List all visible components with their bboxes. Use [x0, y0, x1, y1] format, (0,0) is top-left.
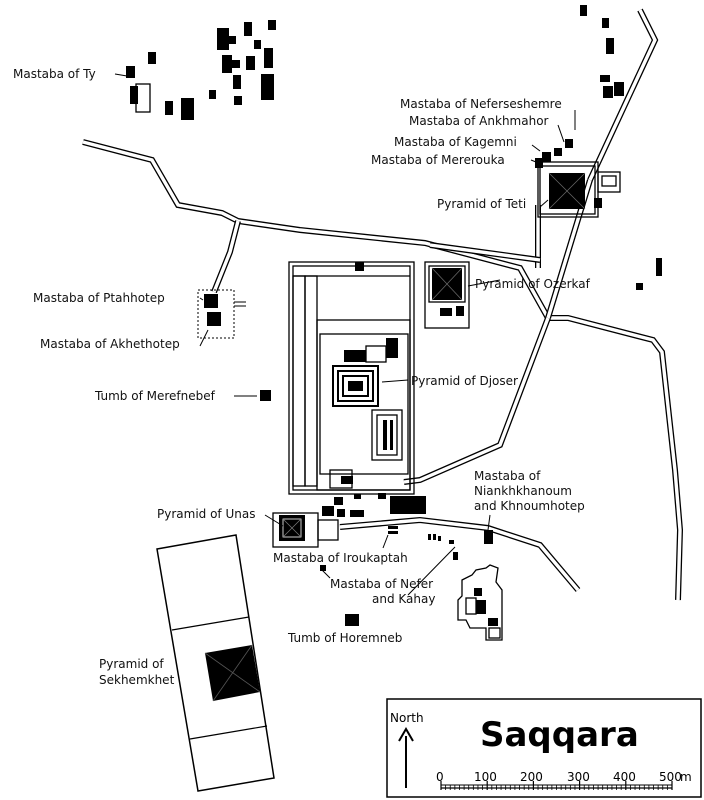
scale-unit: m: [680, 770, 692, 784]
label-horemheb: Tumb of Horemneb: [287, 631, 402, 645]
label-pyramid-of-djoser: Pyramid of Djoser: [411, 374, 518, 388]
ozerkaf-group: [424, 261, 470, 329]
scale-tick-200: 200: [520, 770, 543, 784]
map-labels: Mastaba of Ty Mastaba of Neferseshemre M…: [13, 67, 591, 687]
sekhemkhet-group: [156, 534, 275, 792]
teti-area: [535, 5, 662, 290]
label-neferseshemre: Mastaba of Neferseshemre: [400, 97, 562, 111]
ptahhotep-group: [197, 289, 246, 339]
teti-pyramid: [548, 172, 586, 210]
label-niankh-line2: Niankhkhanoum: [474, 484, 572, 498]
label-nefer-line1: Mastaba of Nefer: [330, 577, 433, 591]
scale-tick-500: 500: [659, 770, 682, 784]
leader-lines: [114, 73, 576, 596]
north-arrow-icon: [398, 727, 414, 788]
scale-tick-100: 100: [474, 770, 497, 784]
label-kagemni: Mastaba of Kagemni: [394, 135, 517, 149]
nefer-kahay-enclosure: [457, 564, 503, 641]
label-ptahhotep: Mastaba of Ptahhotep: [33, 291, 165, 305]
label-pyramid-of-unas: Pyramid of Unas: [157, 507, 255, 521]
label-merefnebef: Tumb of Merefnebef: [94, 389, 216, 403]
label-niankh-line3: and Khnoumhotep: [474, 499, 585, 513]
label-ankhmahor: Mastaba of Ankhmahor: [409, 114, 549, 128]
label-pyramid-of-teti: Pyramid of Teti: [437, 197, 526, 211]
djoser-complex: [288, 261, 415, 495]
label-sekhemkhet-line2: Sekhemkhet: [99, 673, 175, 687]
label-sekhemkhet-line1: Pyramid of: [99, 657, 164, 671]
label-nefer-line2: and Kahay: [372, 592, 435, 606]
sekhemkhet-pyramid: [204, 644, 261, 702]
label-mastaba-of-ty: Mastaba of Ty: [13, 67, 96, 81]
label-akhethotep: Mastaba of Akhethotep: [40, 337, 180, 351]
legend-box: North Saqqara 0 100 200 300 400 500 m: [386, 698, 702, 798]
label-mererouka: Mastaba of Mererouka: [371, 153, 505, 167]
label-pyramid-of-ozerkaf: Pyramid of Ozerkaf: [475, 277, 591, 291]
unas-group: [272, 512, 339, 548]
label-niankh-line1: Mastaba of: [474, 469, 541, 483]
scale-tick-0: 0: [436, 770, 444, 784]
southern-tombs: [260, 390, 493, 626]
unas-pyramid: [279, 515, 305, 541]
ty-cluster: [126, 20, 276, 120]
scale-tick-300: 300: [567, 770, 590, 784]
ozerkaf-pyramid: [431, 267, 463, 301]
scale-tick-400: 400: [613, 770, 636, 784]
north-label: North: [390, 711, 424, 725]
map-title: Saqqara: [480, 715, 639, 755]
djoser-pyramid: [332, 365, 379, 407]
scale-bar: 0 100 200 300 400 500 m: [436, 770, 692, 790]
label-iroukaptah: Mastaba of Iroukaptah: [273, 551, 408, 565]
